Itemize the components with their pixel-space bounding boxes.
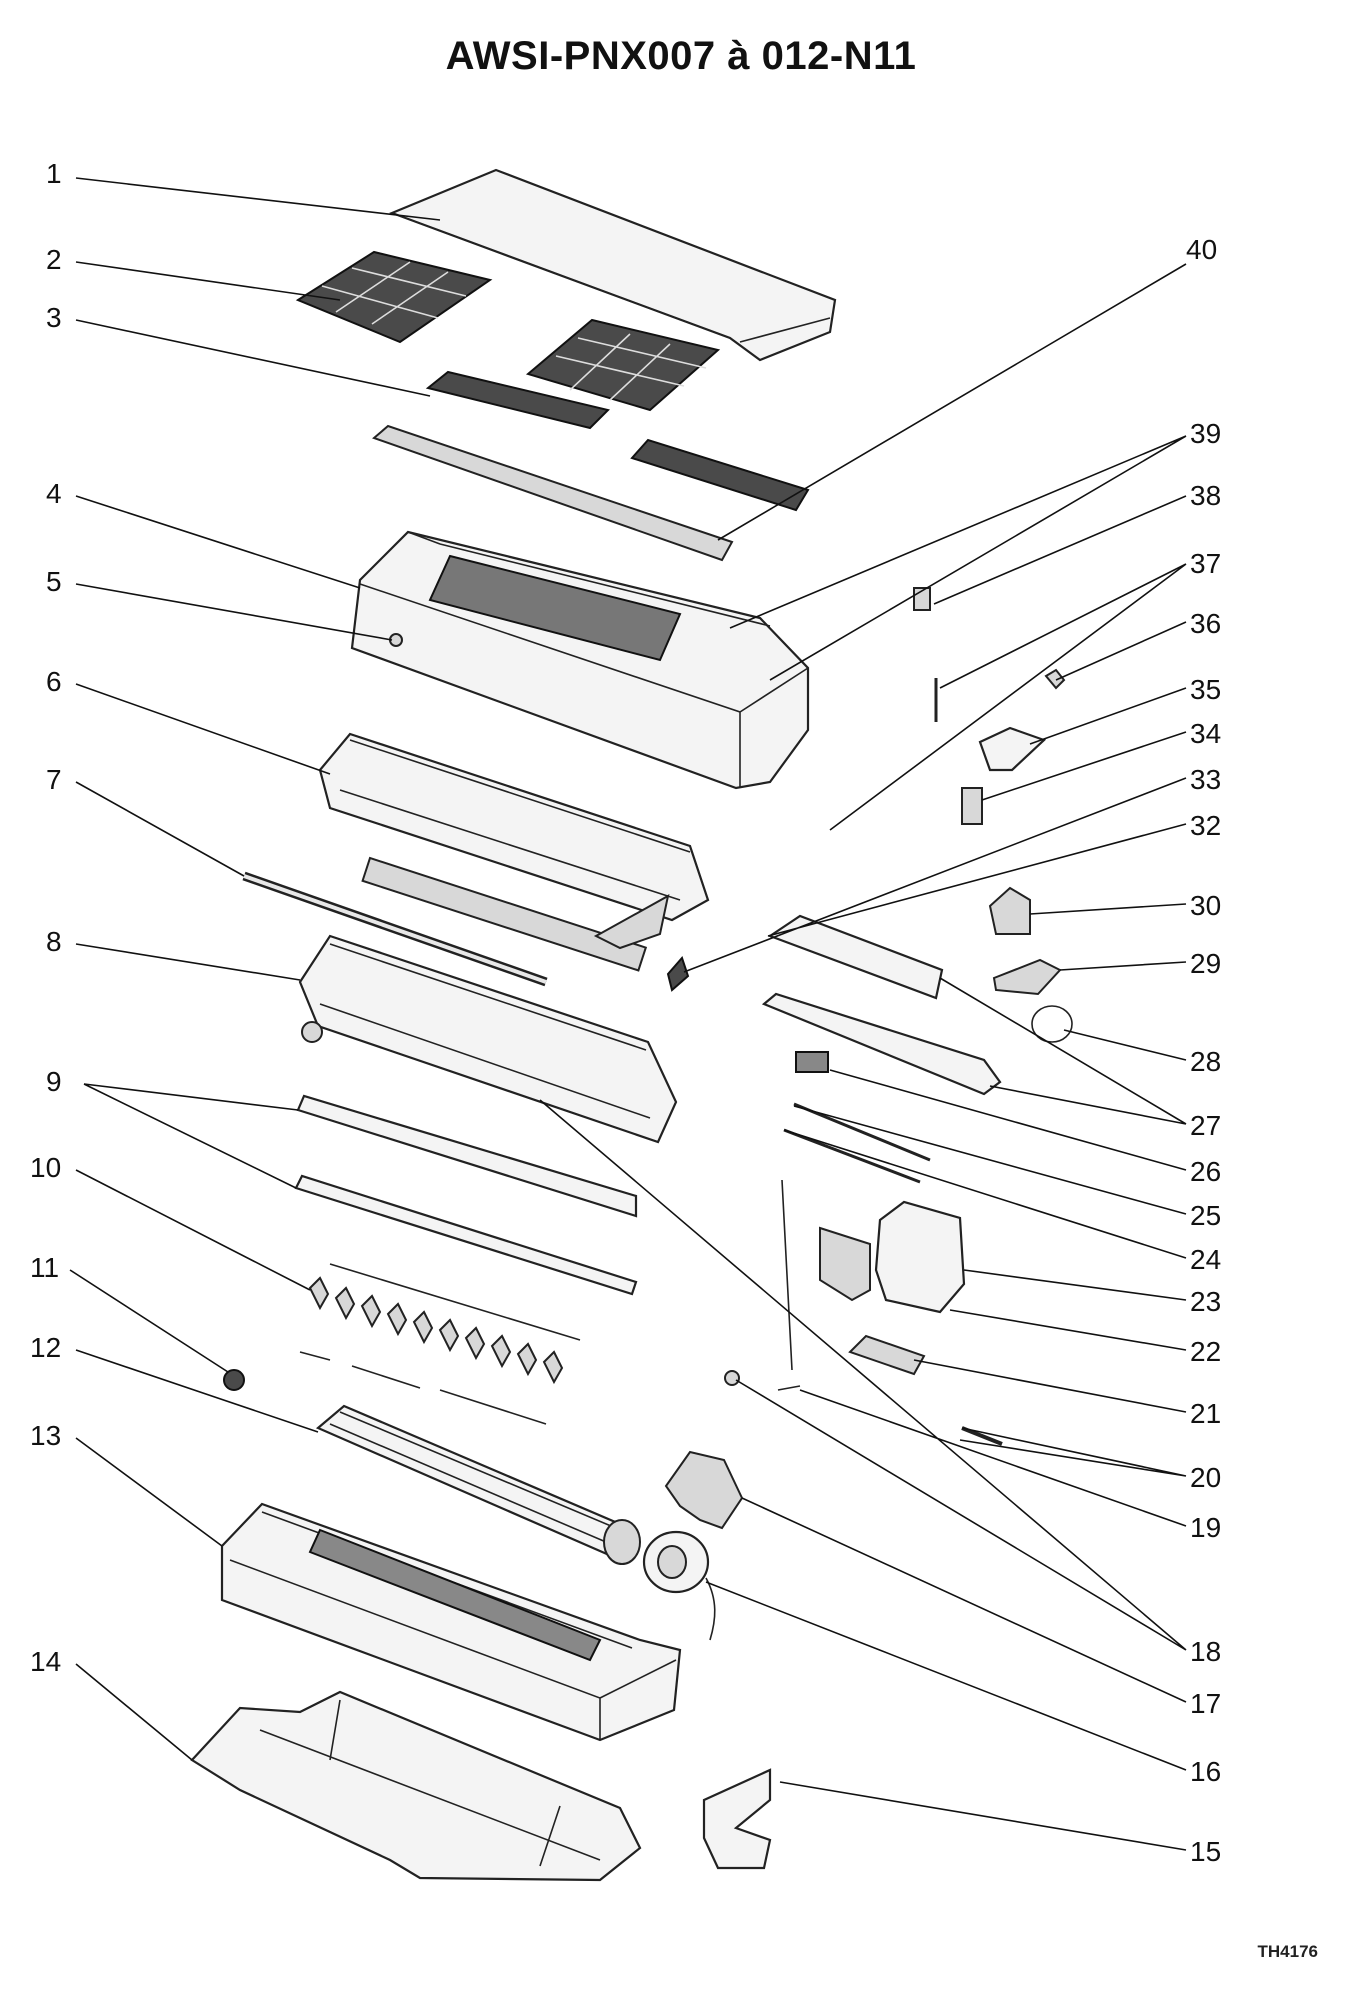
part-21 xyxy=(848,1334,926,1376)
part-louver-upper xyxy=(296,1094,638,1218)
part-electrical-box xyxy=(874,1200,966,1314)
part-louver-lower xyxy=(294,1174,638,1296)
part-17-sensor xyxy=(724,1370,740,1386)
part-grille-slats xyxy=(428,554,682,662)
callout-1: 1 xyxy=(46,158,62,189)
callout-33: 33 xyxy=(1190,764,1222,795)
callout-15: 15 xyxy=(1190,1836,1222,1867)
part-36 xyxy=(1044,668,1066,690)
part-strip xyxy=(372,424,734,562)
part-clip xyxy=(702,1768,772,1870)
part-bearing xyxy=(223,1369,245,1391)
callout-9: 9 xyxy=(46,1066,62,1097)
callout-34: 34 xyxy=(1190,718,1222,749)
callout-28: 28 xyxy=(1190,1046,1222,1077)
part-air-filter-right xyxy=(525,318,721,412)
callout-10: 10 xyxy=(30,1152,62,1183)
part-vane-fins xyxy=(299,1263,581,1425)
callout-3: 3 xyxy=(46,302,62,333)
callout-5: 5 xyxy=(46,566,62,597)
callout-22: 22 xyxy=(1190,1336,1222,1367)
callout-21: 21 xyxy=(1190,1398,1222,1429)
callout-11: 11 xyxy=(30,1252,60,1283)
part-34 xyxy=(961,787,983,825)
callout-26: 26 xyxy=(1190,1156,1222,1187)
part-purifying-filter-right xyxy=(630,438,810,512)
callout-29: 29 xyxy=(1190,948,1222,979)
callout-4: 4 xyxy=(46,478,62,509)
callout-40: 40 xyxy=(1186,234,1218,265)
callout-32: 32 xyxy=(1190,810,1222,841)
callout-39: 39 xyxy=(1190,418,1222,449)
callout-12: 12 xyxy=(30,1332,62,1363)
callout-8: 8 xyxy=(46,926,62,957)
callout-30: 30 xyxy=(1190,890,1222,921)
part-air-filter-left xyxy=(295,250,493,344)
callout-16: 16 xyxy=(1190,1756,1222,1787)
callout-17: 17 xyxy=(1190,1688,1222,1719)
callout-13: 13 xyxy=(30,1420,62,1451)
part-29-remote xyxy=(992,958,1062,996)
callout-37: 37 xyxy=(1190,548,1222,579)
part-26-board xyxy=(795,1051,829,1073)
callout-14: 14 xyxy=(30,1646,62,1677)
callout-35: 35 xyxy=(1190,674,1222,705)
callout-38: 38 xyxy=(1190,480,1222,511)
part-purifying-filter-left xyxy=(425,370,610,430)
callout-27: 27 xyxy=(1190,1110,1222,1141)
callout-24: 24 xyxy=(1190,1244,1222,1275)
part-27-display xyxy=(767,914,944,1000)
callout-20: 20 xyxy=(1190,1462,1222,1493)
callout-25: 25 xyxy=(1190,1200,1222,1231)
part-heat-exchanger xyxy=(318,732,710,922)
callout-36: 36 xyxy=(1190,608,1222,639)
callout-6: 6 xyxy=(46,666,62,697)
callout-18: 18 xyxy=(1190,1636,1222,1667)
callout-23: 23 xyxy=(1190,1286,1222,1317)
part-32-sensor xyxy=(666,956,690,992)
part-motor-bracket xyxy=(664,1450,744,1530)
callout-19: 19 xyxy=(1190,1512,1222,1543)
callout-2: 2 xyxy=(46,244,62,275)
callout-7: 7 xyxy=(46,764,62,795)
drawing-reference: TH4176 xyxy=(1257,1942,1318,1961)
diagram-title: AWSI-PNX007 à 012-N11 xyxy=(445,34,917,78)
part-30 xyxy=(988,886,1031,935)
part-35 xyxy=(978,726,1047,772)
part-28-coil xyxy=(1031,1005,1073,1043)
